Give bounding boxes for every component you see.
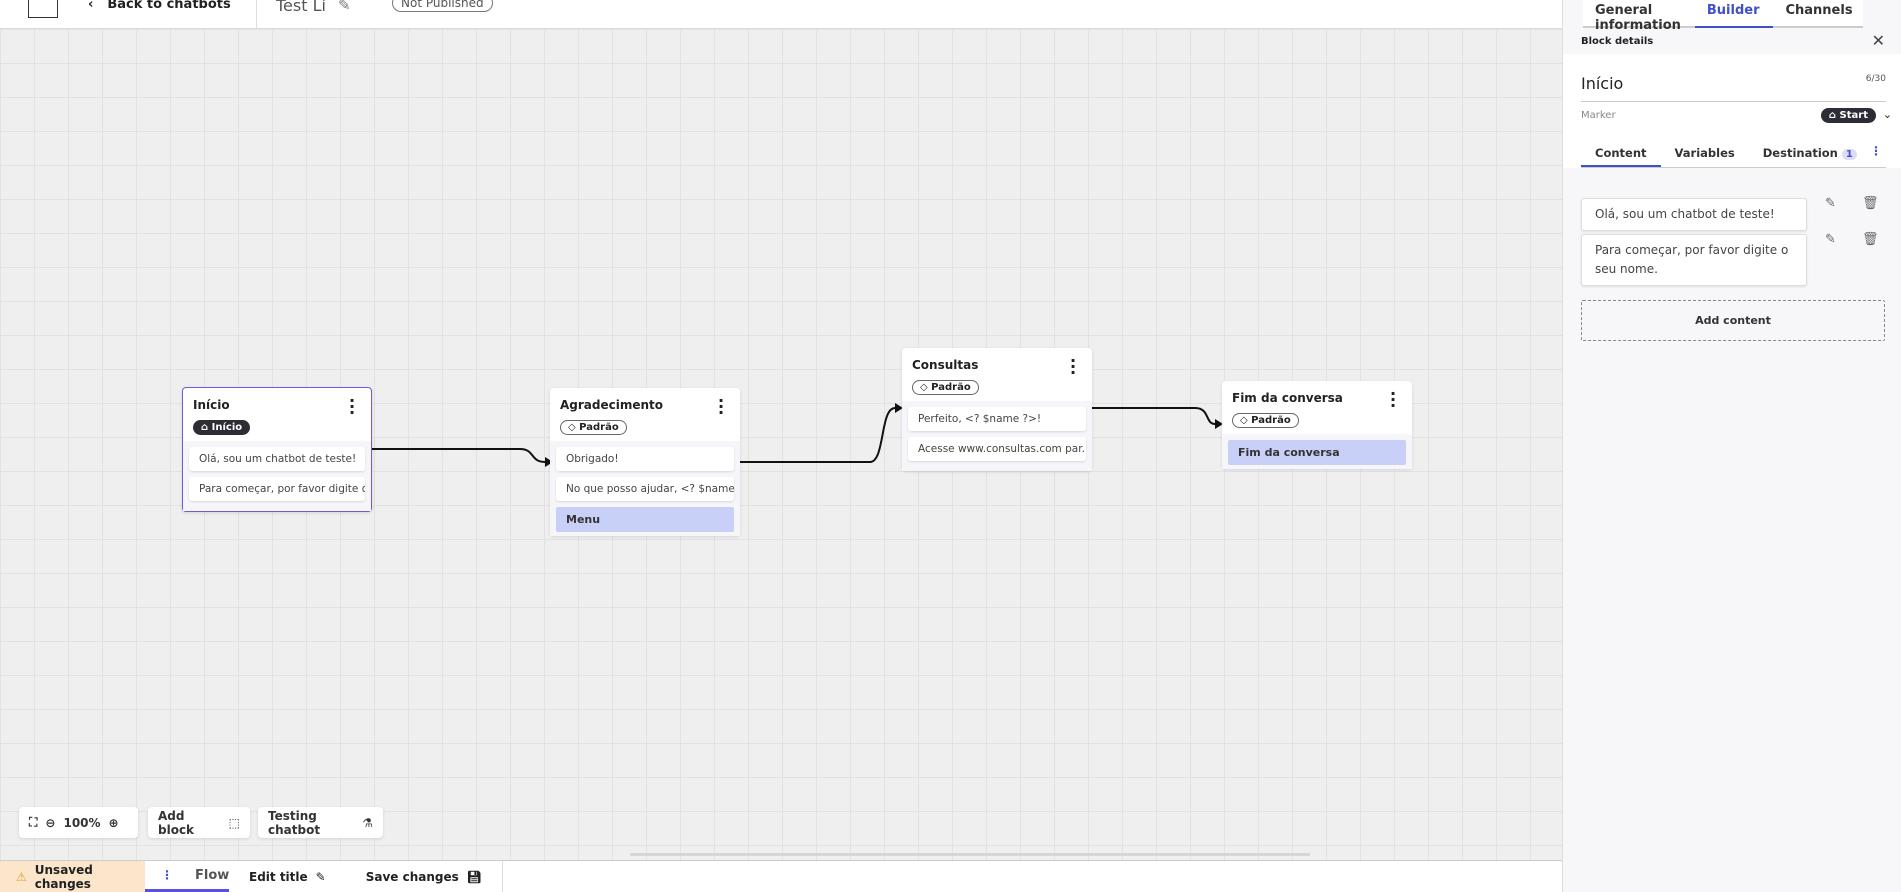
node-consultas[interactable]: Consultas ··· ◇ Padrão Perfeito, <? $nam… bbox=[902, 348, 1092, 471]
tag-label: Padrão bbox=[579, 422, 619, 433]
menu-item[interactable]: Fim da conversa bbox=[1228, 440, 1406, 465]
tab-content[interactable]: Content bbox=[1581, 142, 1661, 167]
message[interactable]: No que posso ajudar, <? $name ... bbox=[556, 477, 734, 501]
flask-icon: ⚗ bbox=[362, 815, 373, 830]
edit-title-pencil-icon[interactable]: ✎ bbox=[338, 0, 351, 14]
trash-icon[interactable]: 🗑︎ bbox=[1862, 196, 1879, 211]
edit-title-label: Edit title bbox=[249, 869, 308, 884]
message[interactable]: Olá, sou um chatbot de teste! bbox=[189, 447, 365, 471]
save-changes-button[interactable]: Save changes 💾︎ bbox=[346, 861, 503, 892]
zoom-out-icon[interactable]: ⊖ bbox=[45, 815, 56, 830]
destination-label: Destination bbox=[1762, 146, 1838, 160]
tag-label: Padrão bbox=[931, 382, 971, 393]
add-block-button[interactable]: Add block ⬚ bbox=[148, 807, 250, 838]
tab-variables[interactable]: Variables bbox=[1674, 146, 1735, 160]
back-label: Back to chatbots bbox=[107, 0, 231, 12]
edge-consultas-fim bbox=[1092, 407, 1216, 425]
edge-agradecimento-consultas bbox=[740, 407, 896, 463]
message[interactable]: Perfeito, <? $name ?>! bbox=[908, 407, 1086, 431]
close-icon[interactable]: ✕ bbox=[1871, 31, 1885, 50]
add-block-icon: ⬚ bbox=[228, 815, 240, 830]
unsaved-label: Unsaved changes bbox=[34, 862, 93, 891]
message[interactable]: Para começar, por favor digite o ... bbox=[189, 477, 365, 501]
testing-chatbot-button[interactable]: Testing chatbot ⚗ bbox=[258, 807, 383, 838]
arrow-head bbox=[1215, 419, 1223, 429]
tab-general-information[interactable]: General information bbox=[1595, 3, 1681, 33]
edges bbox=[372, 403, 1223, 467]
node-marker-tag: ◇ Padrão bbox=[560, 420, 627, 435]
char-count: 6/30 bbox=[1865, 74, 1886, 84]
edit-icon[interactable]: ✎ bbox=[1825, 232, 1836, 247]
node-agradecimento[interactable]: Agradecimento ··· ◇ Padrão Obrigado! No q… bbox=[550, 388, 740, 536]
logo bbox=[28, 0, 58, 18]
arrow-head bbox=[545, 457, 553, 467]
edge-inicio-agradecimento bbox=[372, 448, 546, 463]
pencil-icon: ✎ bbox=[315, 869, 326, 884]
more-options-icon[interactable]: ··· bbox=[718, 391, 725, 422]
edit-icon[interactable]: ✎ bbox=[1825, 196, 1836, 211]
fit-screen-icon[interactable]: ⛶ bbox=[29, 815, 38, 829]
message[interactable]: Obrigado! bbox=[556, 447, 734, 471]
node-marker-tag: ◇ Padrão bbox=[1232, 413, 1299, 428]
panel-heading: Block details bbox=[1581, 36, 1654, 47]
add-content-button[interactable]: Add content bbox=[1581, 300, 1885, 341]
more-options-icon[interactable]: ⋮ bbox=[1870, 144, 1882, 158]
top-tabs: General information Builder Channels bbox=[1583, 0, 1863, 33]
back-to-chatbots-link[interactable]: ‹ Back to chatbots bbox=[88, 0, 231, 12]
trash-icon[interactable]: 🗑︎ bbox=[1862, 232, 1879, 247]
block-details-panel: General information Builder Channels Blo… bbox=[1562, 0, 1901, 892]
zoom-controls: ⛶ ⊖ 100% ⊕ bbox=[19, 807, 138, 838]
message[interactable]: Acesse www.consultas.com par... bbox=[908, 437, 1086, 461]
node-inicio[interactable]: Início ··· ⌂ Início Olá, sou um chatbot … bbox=[182, 387, 372, 512]
block-name-input[interactable]: Início bbox=[1581, 74, 1886, 102]
node-title: Fim da conversa bbox=[1232, 391, 1343, 405]
edit-title-button[interactable]: Edit title ✎ bbox=[229, 870, 346, 884]
chevron-left-icon: ‹ bbox=[88, 0, 94, 12]
chevron-down-icon[interactable]: ⌄ bbox=[1882, 108, 1892, 121]
save-label: Save changes bbox=[365, 869, 459, 884]
horizontal-scrollbar[interactable] bbox=[630, 853, 1310, 856]
node-marker-tag: ◇ Padrão bbox=[912, 380, 979, 395]
node-title: Consultas bbox=[912, 358, 979, 372]
top-bar: ‹ Back to chatbots Test Li ✎ Not Publishe… bbox=[0, 0, 1562, 29]
node-fim-da-conversa[interactable]: Fim da conversa ··· ◇ Padrão Fim da conv… bbox=[1222, 381, 1412, 469]
kebab-icon[interactable]: ⋮ bbox=[161, 868, 173, 882]
flow-label: Flow bbox=[195, 867, 230, 883]
marker-value: Start bbox=[1839, 110, 1868, 121]
zoom-in-icon[interactable]: ⊕ bbox=[108, 815, 119, 830]
testing-label: Testing chatbot bbox=[268, 808, 321, 837]
tab-flow[interactable]: ⋮ Flow bbox=[145, 861, 229, 892]
arrow-head bbox=[895, 403, 903, 413]
node-title: Início bbox=[193, 398, 230, 412]
chatbot-title: Test Li bbox=[276, 0, 326, 15]
bottom-bar: ⚠ Unsaved changes ⋮ Flow Edit title ✎ Save … bbox=[0, 860, 1562, 892]
more-options-icon[interactable]: ··· bbox=[1390, 384, 1397, 415]
menu-item[interactable]: Menu bbox=[556, 507, 734, 532]
status-badge: Not Published bbox=[392, 0, 493, 12]
destination-count-badge: 1 bbox=[1841, 149, 1857, 160]
add-block-label: Add block bbox=[158, 808, 195, 837]
warning-icon: ⚠ bbox=[16, 869, 27, 884]
more-options-icon[interactable]: ··· bbox=[1070, 351, 1077, 382]
unsaved-changes-indicator: ⚠ Unsaved changes bbox=[0, 861, 145, 892]
content-tabs: Content Variables Destination 1 bbox=[1581, 142, 1886, 168]
tag-label: Padrão bbox=[1251, 415, 1291, 426]
more-options-icon[interactable]: ··· bbox=[349, 391, 356, 422]
save-icon: 💾︎ bbox=[466, 869, 482, 884]
content-item[interactable]: Olá, sou um chatbot de teste! bbox=[1581, 198, 1807, 231]
zoom-level: 100% bbox=[63, 815, 101, 830]
tab-builder[interactable]: Builder bbox=[1694, 0, 1774, 28]
marker-select[interactable]: ⌂ Start bbox=[1820, 108, 1876, 123]
tab-destination[interactable]: Destination 1 bbox=[1749, 142, 1871, 167]
divider bbox=[256, 0, 257, 29]
node-title: Agradecimento bbox=[560, 398, 664, 412]
node-marker-tag: ⌂ Início bbox=[193, 420, 251, 435]
marker-label: Marker bbox=[1581, 110, 1616, 121]
tag-label: Início bbox=[211, 422, 243, 433]
content-item[interactable]: Para começar, por favor digite o seu nom… bbox=[1581, 234, 1807, 286]
tab-channels[interactable]: Channels bbox=[1785, 3, 1853, 18]
